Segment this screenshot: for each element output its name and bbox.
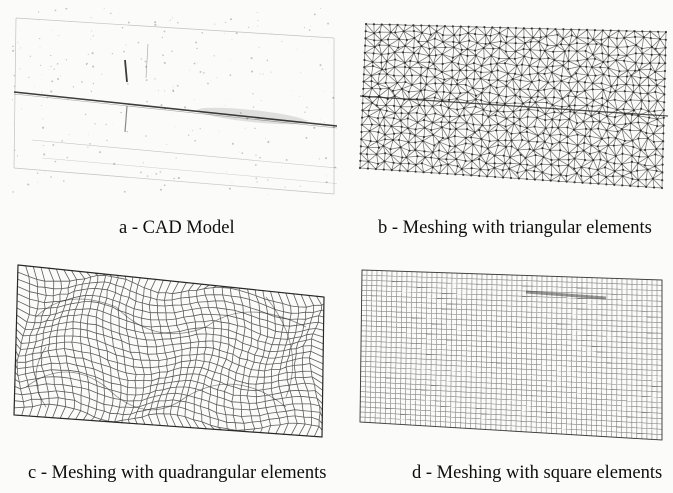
caption-square-mesh: d - Meshing with square elements — [412, 463, 663, 483]
quadrangular-mesh-panel — [6, 257, 332, 439]
caption-triangular-mesh: b - Meshing with triangular elements — [378, 218, 652, 238]
cad-model-drawing — [12, 8, 337, 195]
quadrangular-mesh-drawing — [13, 264, 325, 438]
caption-cad-model: a - CAD Model — [119, 218, 235, 238]
triangular-mesh-panel — [356, 18, 670, 198]
triangular-mesh-drawing — [358, 22, 669, 190]
caption-quadrangular-mesh: c - Meshing with quadrangular elements — [28, 463, 327, 483]
cad-model-panel — [12, 8, 337, 196]
square-mesh-drawing — [359, 269, 663, 441]
square-mesh-panel — [356, 262, 670, 442]
